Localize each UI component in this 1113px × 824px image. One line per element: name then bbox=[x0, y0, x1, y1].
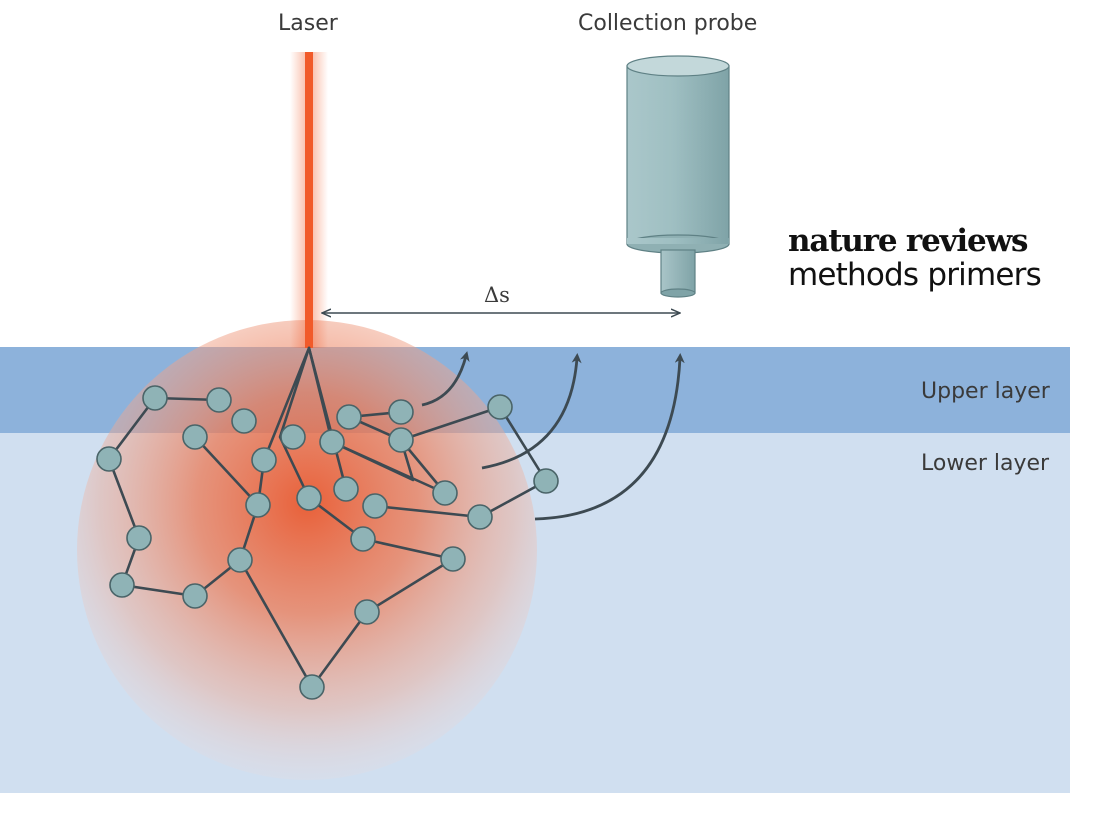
molecule-node-icon bbox=[440, 546, 466, 572]
molecule-node-icon bbox=[533, 468, 559, 494]
laser-label: Laser bbox=[278, 11, 338, 36]
journal-logo-line1: nature reviews bbox=[788, 223, 1028, 259]
molecule-node-icon bbox=[354, 599, 380, 625]
arrow-escape-2 bbox=[481, 353, 582, 470]
molecule-node-icon bbox=[182, 424, 208, 450]
journal-logo-line2: methods primers bbox=[788, 257, 1042, 293]
collection-probe-icon bbox=[626, 55, 730, 298]
molecule-nodes bbox=[96, 385, 559, 700]
molecule-node-icon bbox=[299, 674, 325, 700]
molecule-node-icon bbox=[319, 429, 345, 455]
scattered-light-arrows bbox=[421, 351, 685, 521]
arrow-escape-3 bbox=[534, 353, 685, 521]
molecule-node-icon bbox=[206, 387, 232, 413]
upper-layer-label: Upper layer bbox=[921, 379, 1050, 404]
molecule-node-icon bbox=[182, 583, 208, 609]
molecule-node-icon bbox=[251, 447, 277, 473]
molecule-node-icon bbox=[350, 526, 376, 552]
arrow-escape-1 bbox=[421, 351, 470, 407]
lower-layer-label: Lower layer bbox=[921, 451, 1050, 476]
molecule-node-icon bbox=[388, 399, 414, 425]
molecule-node-icon bbox=[362, 493, 388, 519]
molecule-node-icon bbox=[280, 424, 306, 450]
molecule-node-icon bbox=[126, 525, 152, 551]
molecule-node-icon bbox=[467, 504, 493, 530]
molecule-node-icon bbox=[231, 408, 257, 434]
molecule-node-icon bbox=[487, 394, 513, 420]
molecule-node-icon bbox=[96, 446, 122, 472]
laser-beam-icon bbox=[290, 52, 328, 348]
molecule-node-icon bbox=[245, 492, 271, 518]
collection-probe-label: Collection probe bbox=[578, 11, 758, 36]
molecule-node-icon bbox=[296, 485, 322, 511]
offset-label: Δs bbox=[484, 283, 510, 307]
molecule-node-icon bbox=[333, 476, 359, 502]
molecule-node-icon bbox=[109, 572, 135, 598]
molecule-node-icon bbox=[336, 404, 362, 430]
molecule-node-icon bbox=[142, 385, 168, 411]
molecule-node-icon bbox=[227, 547, 253, 573]
journal-logo: nature reviews methods primers bbox=[788, 223, 1042, 293]
molecule-node-icon bbox=[432, 480, 458, 506]
molecule-node-icon bbox=[388, 427, 414, 453]
